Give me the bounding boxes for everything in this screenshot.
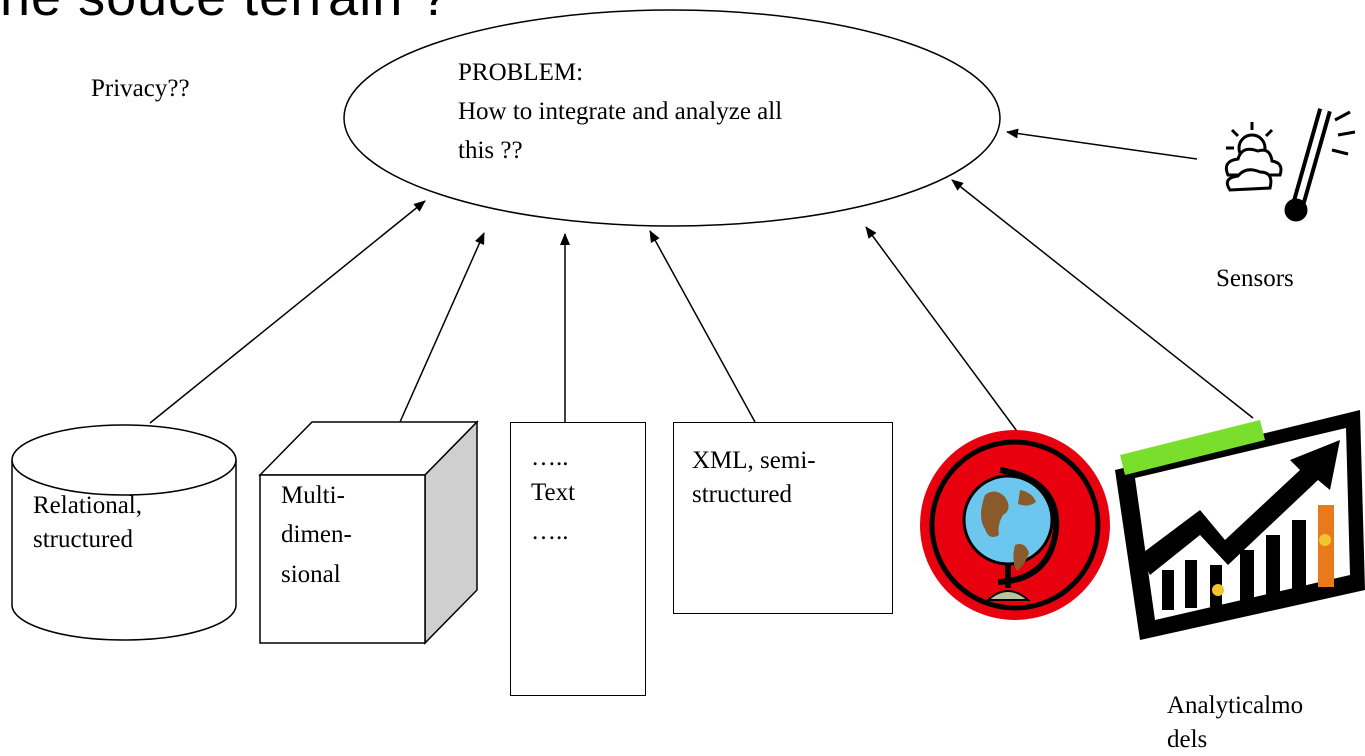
xml-box bbox=[673, 422, 893, 614]
sensors-label: Sensors bbox=[1216, 265, 1294, 292]
growth-chart-icon bbox=[1115, 410, 1365, 640]
multidim-line1: Multi- bbox=[281, 482, 345, 509]
multidim-line3: sional bbox=[281, 561, 341, 588]
text-box-line3: ….. bbox=[531, 518, 569, 545]
analytical-line1: Analyticalmo bbox=[1167, 692, 1304, 719]
relational-cylinder bbox=[11, 424, 237, 641]
privacy-label: Privacy?? bbox=[91, 75, 190, 102]
multidim-line2: dimen- bbox=[281, 521, 352, 548]
arrow-analytical bbox=[951, 179, 1254, 419]
xml-line2: structured bbox=[692, 481, 792, 508]
weather-sensor-icon bbox=[1224, 108, 1356, 222]
arrow-sensors bbox=[1006, 128, 1198, 160]
arrow-globe bbox=[865, 226, 1026, 443]
problem-line2: How to integrate and analyze all bbox=[458, 98, 783, 125]
text-box-line2: Text bbox=[531, 479, 576, 506]
relational-line1: Relational, bbox=[33, 492, 142, 519]
analytical-line2: dels bbox=[1167, 726, 1208, 753]
text-box-line1: ….. bbox=[531, 444, 569, 471]
problem-line3: this ?? bbox=[458, 137, 523, 164]
slide-heading: he souce terrain ? bbox=[0, 0, 450, 28]
globe-icon bbox=[920, 430, 1110, 620]
relational-line2: structured bbox=[33, 526, 133, 553]
text-box bbox=[510, 422, 646, 696]
problem-ellipse bbox=[343, 9, 1001, 227]
problem-line1: PROBLEM: bbox=[458, 59, 584, 86]
arrow-xml bbox=[649, 230, 756, 423]
arrow-relational bbox=[149, 200, 426, 424]
multidim-cube bbox=[258, 420, 479, 645]
arrow-multidim bbox=[399, 232, 485, 423]
xml-line1: XML, semi- bbox=[692, 447, 816, 474]
